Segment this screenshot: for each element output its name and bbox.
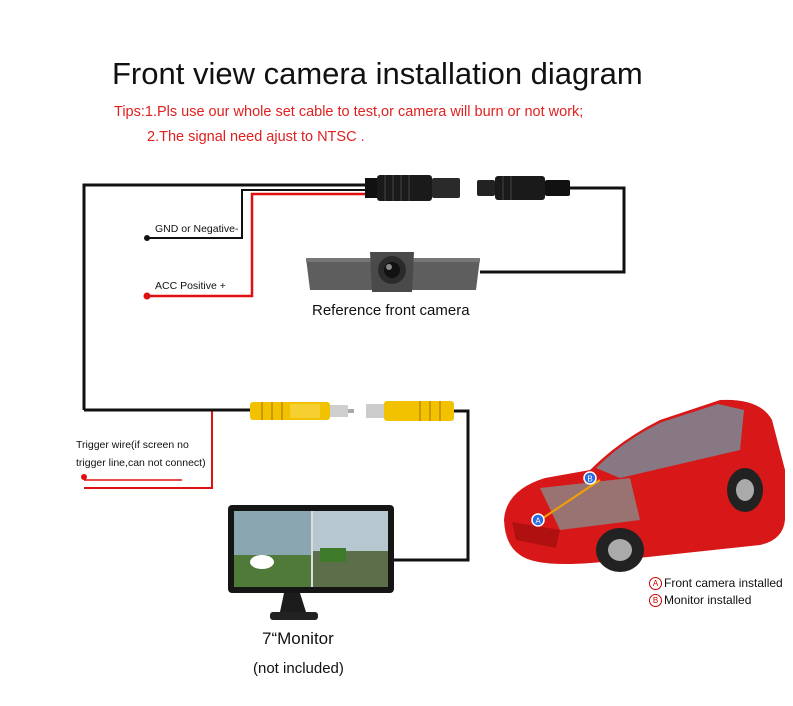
camera-cable bbox=[480, 186, 626, 274]
legend-b-text: Monitor installed bbox=[664, 593, 752, 607]
legend-a-mark: A bbox=[649, 576, 662, 590]
monitor-label: 7“Monitor bbox=[262, 629, 334, 648]
legend-b-mark: B bbox=[649, 593, 662, 607]
marker-a bbox=[531, 513, 545, 527]
trigger-label-line2: trigger line,can not connect) bbox=[76, 457, 206, 469]
gnd-black-wire bbox=[148, 189, 365, 239]
gnd-wire-end bbox=[144, 235, 150, 241]
front-camera bbox=[306, 252, 480, 292]
aviation-connector-male bbox=[477, 176, 570, 200]
diagram-title: Front view camera installation diagram bbox=[112, 56, 643, 91]
main-black-wire bbox=[82, 183, 365, 410]
monitor-note: (not included) bbox=[253, 660, 344, 677]
tip-line-2: 2.The signal need ajust to NTSC . bbox=[147, 129, 365, 145]
legend-a-text: Front camera installed bbox=[664, 576, 783, 590]
legend-item-a: A Front camera installed bbox=[649, 576, 783, 590]
trigger-wire-end bbox=[81, 474, 87, 480]
monitor-cable bbox=[394, 409, 470, 562]
legend-item-b: B Monitor installed bbox=[649, 593, 751, 607]
trigger-label-line1: Trigger wire(if screen no bbox=[76, 439, 189, 451]
acc-label: ACC Positive + bbox=[155, 280, 226, 292]
gnd-label: GND or Negative- bbox=[155, 223, 239, 235]
acc-wire-end bbox=[143, 292, 151, 300]
monitor bbox=[228, 505, 394, 620]
marker-b bbox=[583, 471, 597, 485]
aviation-connector-female bbox=[365, 175, 460, 201]
tip-line-1: Tips:1.Pls use our whole set cable to te… bbox=[114, 104, 584, 120]
rca-connector-female bbox=[366, 401, 454, 421]
marker-a-label: A bbox=[535, 517, 541, 526]
rca-connector-male bbox=[250, 402, 354, 420]
acc-red-wire bbox=[148, 192, 365, 298]
car-illustration: A B bbox=[504, 399, 785, 572]
marker-b-label: B bbox=[587, 475, 592, 484]
camera-label: Reference front camera bbox=[312, 302, 470, 319]
